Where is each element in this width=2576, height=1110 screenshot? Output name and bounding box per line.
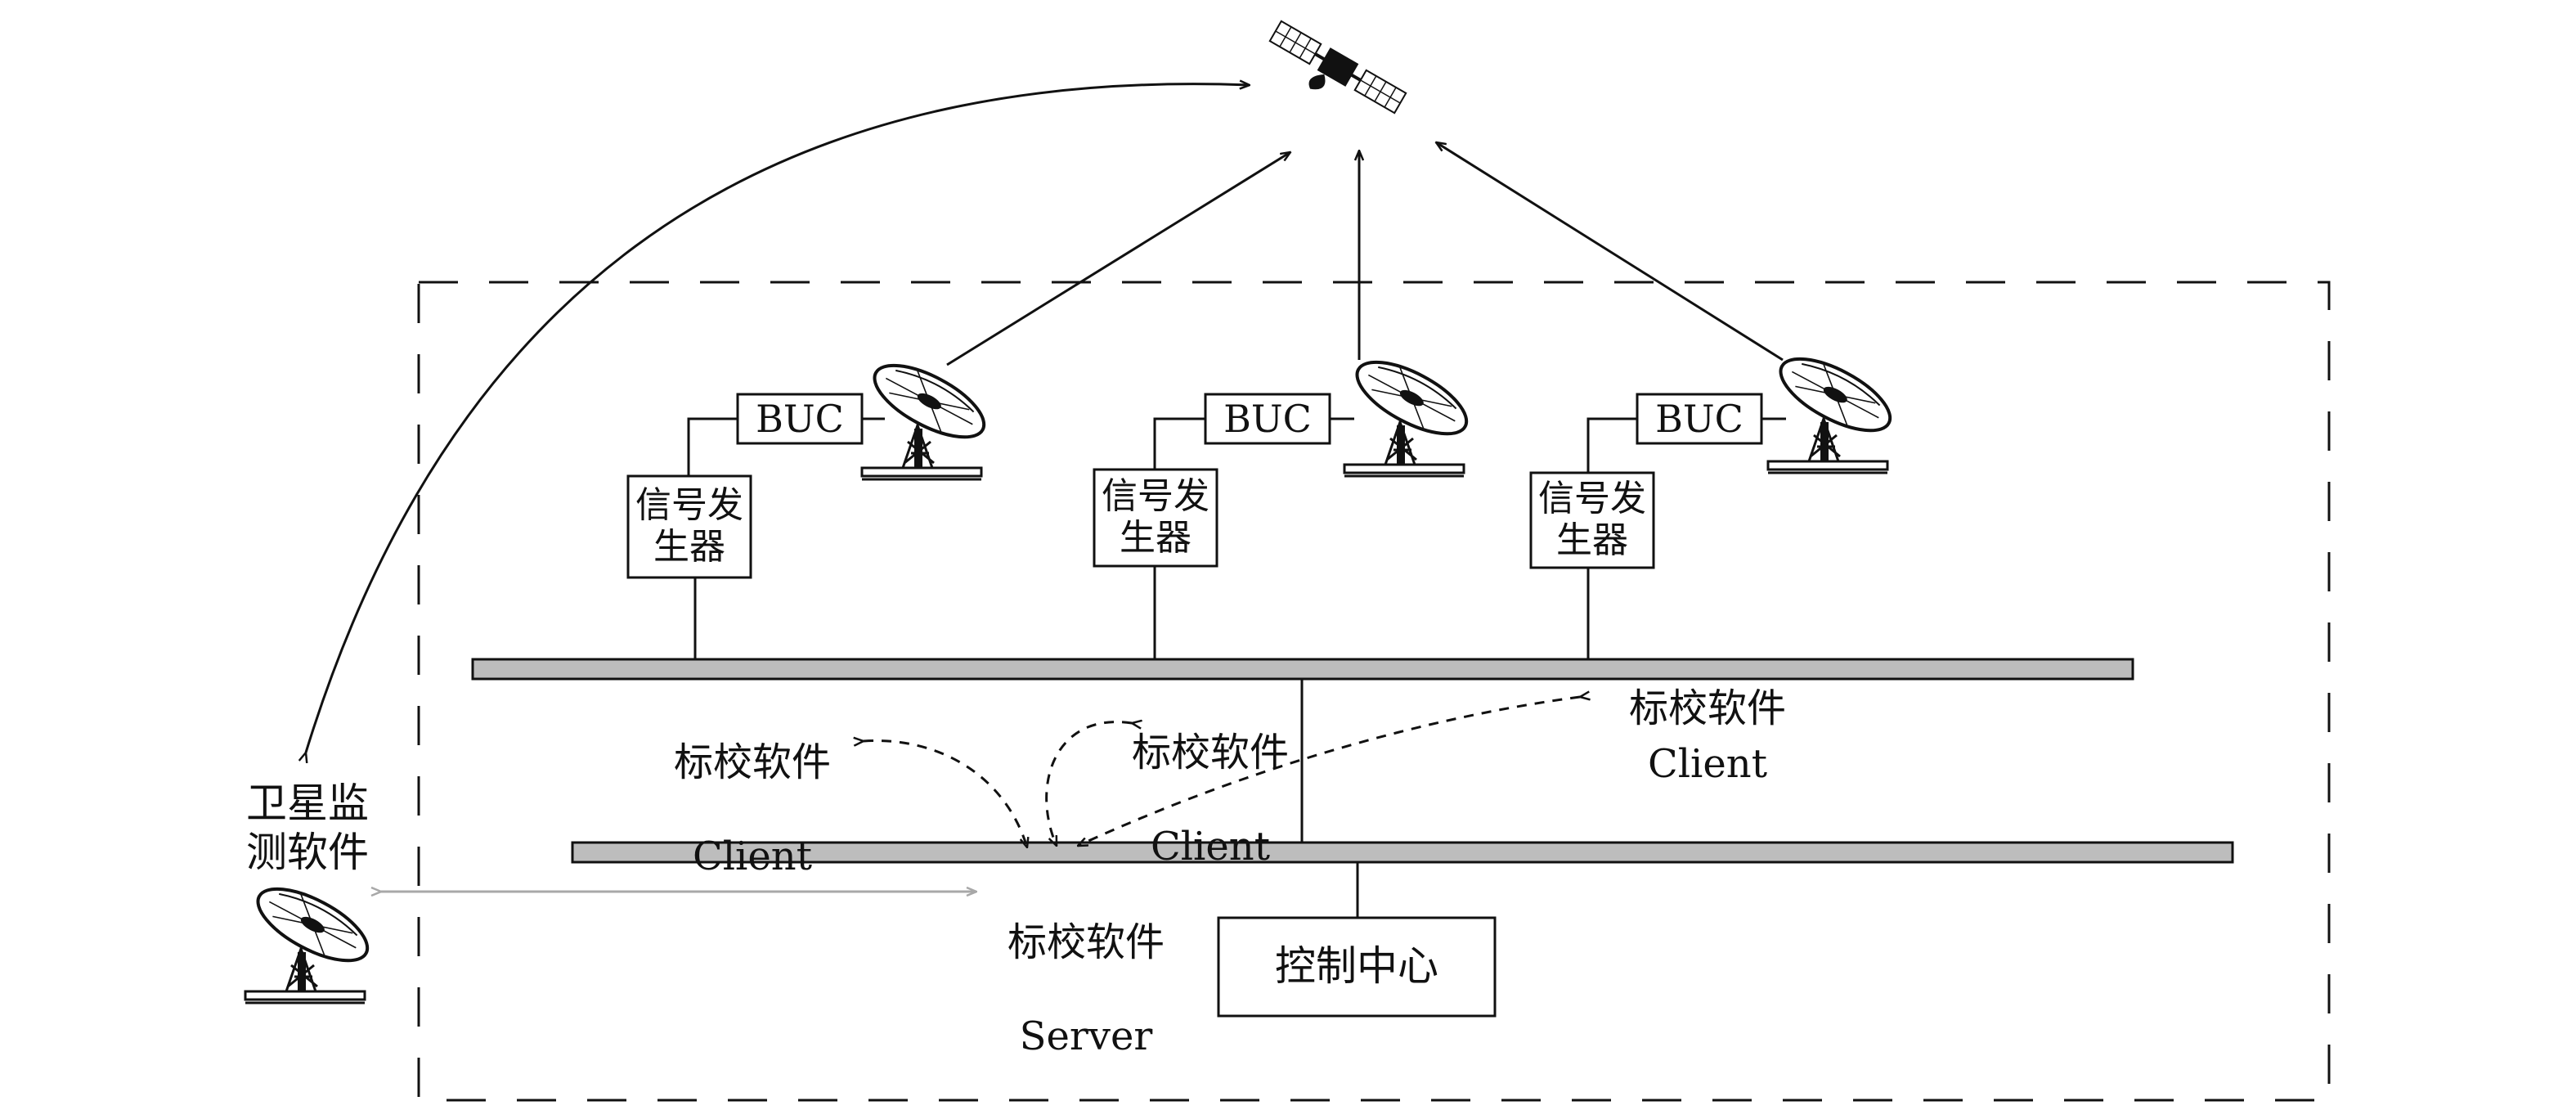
lower-bus [571, 841, 2234, 864]
client-label-1-cn: 标校软件 [673, 739, 831, 785]
client-label-1: 标校软件 Client [622, 692, 883, 928]
upper-bus [471, 658, 2134, 681]
server-label-en: Server [1019, 1013, 1153, 1059]
client-label-2: 标校软件 Client [1079, 682, 1341, 918]
client-label-3-en: Client [1647, 741, 1768, 787]
buc-label-2: BUC [1223, 396, 1312, 441]
uplink-arrow-left [946, 152, 1290, 366]
signal-generator-box-2 [1093, 468, 1218, 568]
client-label-2-cn: 标校软件 [1131, 729, 1289, 775]
antenna-dish-icon-2 [1343, 346, 1479, 478]
buc-label-1: BUC [756, 396, 844, 441]
antenna-dish-icon-monitor [244, 873, 379, 1004]
signal-generator-label-3: 信号发 生器 [1538, 478, 1646, 561]
signal-generator-box-1 [626, 474, 752, 579]
client-label-1-en: Client [692, 833, 813, 879]
server-label-cn: 标校软件 [1007, 919, 1165, 965]
control-center-box [1217, 916, 1497, 1018]
buc-box-3 [1636, 393, 1763, 445]
antenna-dish-icon-3 [1766, 343, 1902, 474]
monitor-software-label: 卫星监 测软件 [246, 780, 369, 876]
buc-box-1 [736, 393, 864, 445]
client-label-2-en: Client [1150, 823, 1271, 870]
uplink-arrow-right [1436, 142, 1784, 362]
client-server-arrows [864, 697, 1580, 847]
antenna-dish-icon-1 [860, 349, 996, 481]
signal-generator-box-3 [1529, 471, 1655, 569]
signal-generator-label-2: 信号发 生器 [1102, 475, 1209, 559]
signal-generator-label-1: 信号发 生器 [635, 484, 743, 568]
server-label: 标校软件 Server [955, 872, 1217, 1108]
system-boundary [417, 281, 2331, 1102]
monitor-satellite-arrow [306, 84, 1250, 753]
control-center-label: 控制中心 [1275, 942, 1438, 991]
buc-box-2 [1204, 393, 1331, 445]
client-label-3: 标校软件 [1628, 685, 1786, 731]
satellite-icon [1268, 20, 1407, 115]
buc-label-3: BUC [1655, 396, 1744, 441]
